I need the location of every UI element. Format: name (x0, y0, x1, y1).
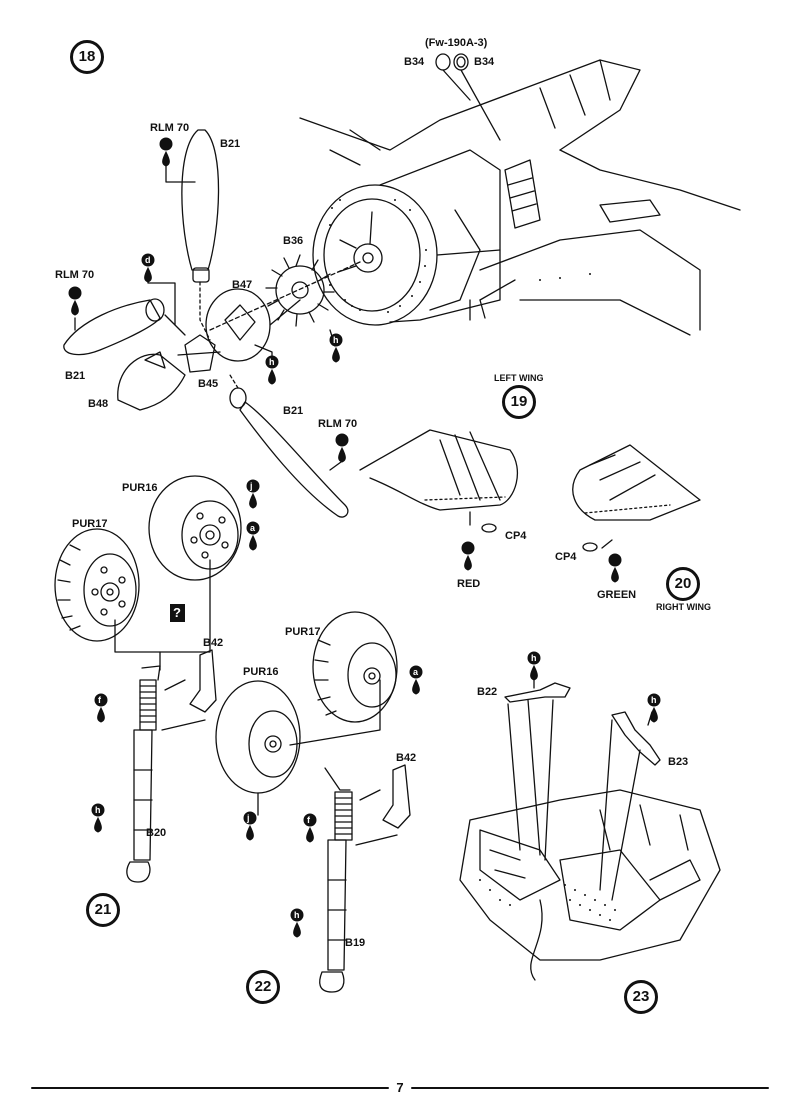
label-pur16-a: PUR16 (122, 482, 158, 494)
paint-marker-letter: d (145, 255, 151, 265)
paint-marker (159, 137, 173, 167)
fuselage-drawing (299, 59, 741, 336)
label-b23: B23 (668, 756, 689, 768)
label-rlm70-left: RLM 70 (55, 269, 95, 281)
propeller-blade-left (63, 298, 186, 356)
step-23: 23 (624, 980, 658, 1014)
paint-marker (265, 355, 279, 385)
label-b45: B45 (198, 378, 219, 390)
paint-marker (94, 693, 108, 723)
paint-marker (461, 541, 475, 571)
paint-marker (647, 693, 661, 723)
step-19: 19 (502, 385, 536, 419)
paint-marker (608, 553, 622, 583)
propeller-blade-top (181, 129, 220, 341)
paint-marker (246, 521, 260, 551)
paint-marker-letter: f (307, 815, 310, 825)
label-red: RED (457, 578, 481, 590)
paint-marker-letter: h (531, 653, 537, 663)
label-b34-right: B34 (474, 56, 495, 68)
strut-b19 (319, 767, 353, 993)
left-wingtip-drawing (359, 429, 519, 533)
label-cp4-left: CP4 (505, 530, 527, 542)
backplate-b47 (205, 288, 301, 362)
label-left-wing: LEFT WING (494, 373, 544, 383)
label-b21-bottom: B21 (283, 405, 304, 417)
paint-marker-letter: h (651, 695, 657, 705)
label-b34-left: B34 (404, 56, 425, 68)
paint-marker (527, 651, 541, 681)
paint-marker-letter: j (250, 481, 253, 491)
bracket-b42-a (189, 649, 217, 713)
paint-marker-letter: h (333, 335, 339, 345)
step-21: 21 (86, 893, 120, 927)
label-fw-variant: (Fw-190A-3) (425, 37, 488, 49)
step-20: 20 (666, 567, 700, 601)
paint-marker (335, 433, 349, 463)
spinner-b48 (117, 351, 186, 411)
right-wingtip-drawing (572, 444, 701, 552)
label-b22: B22 (477, 686, 498, 698)
paint-marker (303, 813, 317, 843)
label-b42-b: B42 (396, 752, 417, 764)
paint-marker (243, 811, 257, 841)
bracket-b42-b (382, 764, 411, 829)
paint-marker-letter: h (95, 805, 101, 815)
label-b20: B20 (146, 827, 167, 839)
strut-b20 (126, 665, 161, 883)
label-cp4-right: CP4 (555, 551, 577, 563)
paint-marker (246, 479, 260, 509)
paint-markers (68, 137, 661, 938)
hub-b45 (177, 334, 221, 373)
label-rlm70-top: RLM 70 (150, 122, 190, 134)
label-pur17-a: PUR17 (72, 518, 108, 530)
label-b21-top: B21 (220, 138, 241, 150)
label-b48: B48 (88, 398, 109, 410)
label-right-wing: RIGHT WING (656, 602, 711, 612)
propeller-blade-bottom (229, 374, 349, 518)
paint-marker (409, 665, 423, 695)
label-b21-left: B21 (65, 370, 86, 382)
label-green: GREEN (597, 589, 637, 601)
question-box (170, 604, 185, 622)
label-rlm70-bottom: RLM 70 (318, 418, 358, 430)
label-b47: B47 (232, 279, 253, 291)
paint-marker (68, 286, 82, 316)
label-pur16-b: PUR16 (243, 666, 279, 678)
paint-marker (91, 803, 105, 833)
part-b23 (611, 711, 661, 766)
step-18: 18 (70, 40, 104, 74)
label-pur17-b: PUR17 (285, 626, 321, 638)
paint-marker (329, 333, 343, 363)
label-b19: B19 (345, 937, 366, 949)
page-number: 7 (392, 1080, 408, 1095)
paint-marker-letter: h (294, 910, 300, 920)
paint-marker-letter: a (413, 667, 419, 677)
paint-marker-letter: f (98, 695, 101, 705)
b34-rings (435, 53, 501, 141)
label-b36: B36 (283, 235, 304, 247)
paint-marker-letter: a (250, 523, 256, 533)
wheel-pur17-b (312, 611, 398, 723)
paint-marker (141, 253, 155, 283)
wheel-pur16-a (148, 475, 242, 581)
wheel-pur16-b (215, 680, 301, 794)
cowling-drawing (312, 149, 501, 326)
part-b22 (504, 682, 571, 703)
wheel-pur17-a (54, 528, 140, 642)
cooling-fan-b36 (265, 254, 335, 327)
label-b42-a: B42 (203, 637, 224, 649)
question-mark: ? (173, 605, 181, 620)
paint-marker-letter: h (269, 357, 275, 367)
paint-marker (290, 908, 304, 938)
step-22: 22 (246, 970, 280, 1004)
gear-bay-drawing (459, 789, 721, 981)
paint-marker-letter: j (247, 813, 250, 823)
